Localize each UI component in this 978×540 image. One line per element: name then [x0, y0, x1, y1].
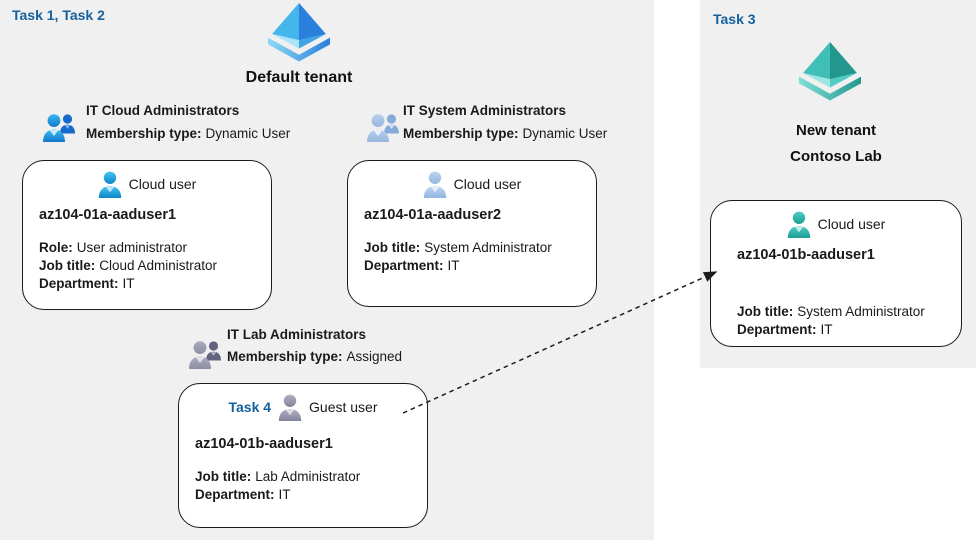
group-title-it-system-admins: IT System Administrators — [403, 103, 567, 118]
field-label: Department: — [737, 322, 817, 337]
field-value: Lab Administrator — [255, 469, 361, 484]
group-membership-it-cloud-admins: Membership type:Dynamic User — [86, 126, 290, 141]
user-name: az104-01a-aaduser1 — [39, 207, 177, 223]
task4-label: Task 4 — [228, 399, 272, 415]
field-label: Job title: — [364, 240, 421, 255]
user-fields: Job title:System Administrator Departmen… — [364, 239, 596, 275]
field-label: Department: — [39, 276, 119, 291]
new-tenant-title-line1: New tenant — [795, 122, 876, 139]
group-membership-it-system-admins: Membership type:Dynamic User — [403, 126, 607, 141]
field-label: Role: — [39, 240, 73, 255]
field-value: Cloud Administrator — [99, 258, 218, 273]
task1-task2-label: Task 1, Task 2 — [12, 7, 105, 23]
field-label: Department: — [195, 487, 275, 502]
person-icon-cyan — [98, 171, 122, 198]
user-name: az104-01b-aaduser1 — [195, 436, 333, 452]
azure-ad-directory-icon-teal — [793, 42, 867, 102]
user-card-cloud-user-2: Cloud user az104-01a-aaduser2 Job title:… — [347, 160, 597, 307]
field-value: IT — [447, 258, 460, 273]
user-card-cloud-user-1: Cloud user az104-01a-aaduser1 Role:User … — [22, 160, 272, 310]
person-icon-teal — [787, 211, 811, 238]
user-card-guest-user: Task 4 Guest user az104-01b-aaduser1 Job… — [178, 383, 428, 528]
card-header: Cloud user — [23, 169, 271, 199]
user-type-label: Cloud user — [817, 216, 886, 232]
field-value: System Administrator — [424, 240, 552, 255]
group-title-it-lab-admins: IT Lab Administrators — [227, 327, 367, 342]
user-type-label: Cloud user — [453, 176, 522, 192]
user-fields: Job title:System Administrator Departmen… — [737, 303, 961, 339]
user-type-label: Guest user — [309, 399, 378, 415]
user-type-label: Cloud user — [128, 176, 197, 192]
task3-label: Task 3 — [713, 11, 756, 27]
default-tenant-title: Default tenant — [245, 69, 353, 86]
card-header: Cloud user — [711, 209, 961, 239]
membership-type-value: Dynamic User — [522, 126, 608, 141]
membership-type-value: Dynamic User — [205, 126, 291, 141]
person-icon-gray — [278, 394, 302, 421]
membership-type-value: Assigned — [346, 349, 403, 364]
group-membership-it-lab-admins: Membership type:Assigned — [227, 349, 402, 364]
field-label: Job title: — [39, 258, 96, 273]
new-tenant-title-line2: Contoso Lab — [790, 148, 882, 165]
field-label: Department: — [364, 258, 444, 273]
group-two-users-icon-lightblue — [366, 111, 400, 142]
user-fields: Job title:Lab Administrator Department:I… — [195, 468, 427, 504]
card-header: Cloud user — [348, 169, 596, 199]
membership-type-label: Membership type: — [403, 126, 519, 141]
group-two-users-icon-blue — [42, 111, 76, 142]
field-value: IT — [122, 276, 135, 291]
person-icon-lightblue — [423, 171, 447, 198]
user-name: az104-01a-aaduser2 — [364, 207, 502, 223]
group-two-users-icon-gray — [188, 338, 222, 369]
field-label: Job title: — [195, 469, 252, 484]
field-value: User administrator — [76, 240, 188, 255]
group-title-it-cloud-admins: IT Cloud Administrators — [86, 103, 240, 118]
membership-type-label: Membership type: — [227, 349, 343, 364]
user-name: az104-01b-aaduser1 — [737, 247, 875, 263]
field-value: System Administrator — [797, 304, 925, 319]
field-label: Job title: — [737, 304, 794, 319]
field-value: IT — [820, 322, 833, 337]
card-header: Task 4 Guest user — [179, 392, 427, 422]
user-fields: Role:User administrator Job title:Cloud … — [39, 239, 271, 293]
user-card-new-tenant-cloud-user: Cloud user az104-01b-aaduser1 Job title:… — [710, 200, 962, 347]
field-value: IT — [278, 487, 291, 502]
membership-type-label: Membership type: — [86, 126, 202, 141]
azure-ad-directory-icon-blue — [262, 3, 336, 63]
